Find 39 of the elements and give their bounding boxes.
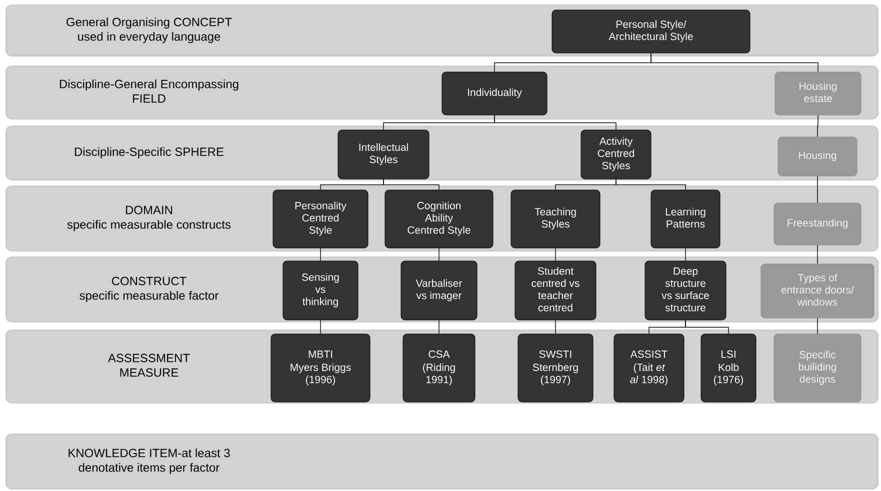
category-box: Teaching Styles <box>510 190 600 248</box>
connector <box>616 178 686 190</box>
category-box: Varbaliser vs imager <box>400 260 478 320</box>
connector <box>555 248 556 262</box>
category-box: Cognition Ability Centred Style <box>384 190 494 248</box>
category-box: Activity Centred Styles <box>580 130 652 180</box>
category-box: Student centred vs teacher centred <box>514 260 596 320</box>
example-box: Freestanding <box>774 202 862 246</box>
connector <box>817 176 818 204</box>
connector <box>650 52 818 72</box>
example-box: Types of entrance doors/ windows <box>760 264 874 318</box>
category-box: SWSTI Sternberg (1997) <box>518 334 594 402</box>
category-box: CSA (Riding 1991) <box>402 334 476 402</box>
category-box: Personal Style/ Architectural Style <box>552 10 750 54</box>
connector <box>817 114 818 138</box>
connector <box>320 320 321 334</box>
connector <box>817 318 818 334</box>
category-box: MBTI Myers Briggs (1996) <box>270 334 370 402</box>
connector <box>438 248 440 262</box>
example-box: Housing estate <box>774 72 862 116</box>
connector <box>494 114 616 130</box>
category-box: Personality Centred Style <box>272 190 368 248</box>
category-box: Learning Patterns <box>650 190 720 248</box>
category-box: Sensing vs thinking <box>282 260 358 320</box>
category-box: LSI Kolb (1976) <box>700 334 756 402</box>
connector <box>320 248 321 262</box>
category-box: ASSIST (Tait et al 1998) <box>614 334 684 402</box>
category-box: Intellectual Styles <box>338 130 430 180</box>
example-box: Housing <box>778 136 858 176</box>
connector <box>685 320 729 334</box>
connector <box>383 178 440 190</box>
connector <box>817 244 818 264</box>
level-band: KNOWLEDGE ITEM-at least 3 denotative items per factor <box>6 434 878 490</box>
example-box: Specific builiding designs <box>774 334 862 402</box>
connector <box>438 320 440 334</box>
connector <box>685 248 686 262</box>
category-box: Deep structure vs surface structure <box>644 260 726 320</box>
category-box: Individuality <box>442 72 548 116</box>
connector <box>555 320 556 334</box>
